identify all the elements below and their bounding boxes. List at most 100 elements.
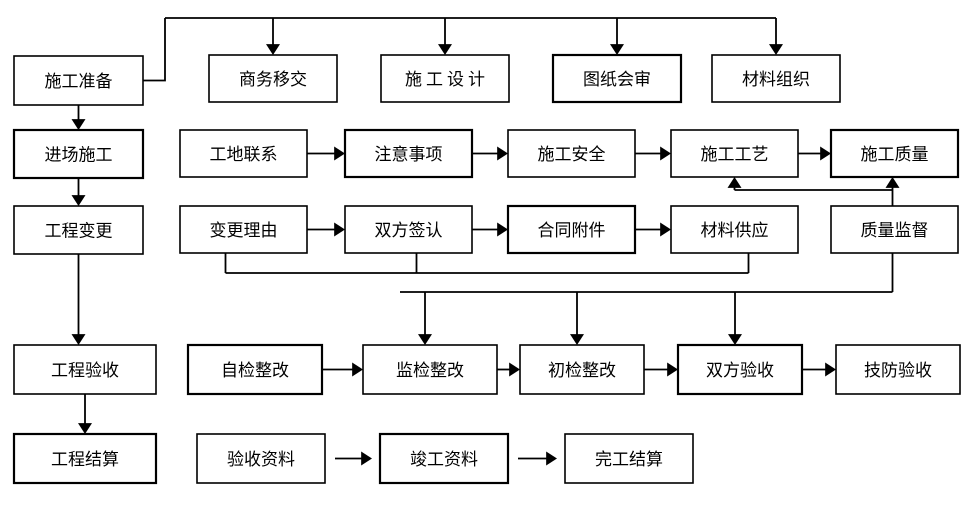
node-box[interactable] bbox=[378, 432, 510, 485]
arrowhead bbox=[825, 362, 836, 377]
node-box[interactable] bbox=[196, 433, 326, 484]
arrowhead bbox=[71, 119, 86, 130]
node-box[interactable] bbox=[670, 129, 799, 178]
flow-node-c1[interactable]: 工地联系 bbox=[179, 129, 308, 178]
flow-node-n4[interactable]: 工程验收 bbox=[13, 344, 157, 395]
node-label: 合同附件 bbox=[538, 221, 606, 240]
arrowhead bbox=[78, 423, 92, 434]
arrowhead bbox=[727, 177, 742, 188]
arrowhead bbox=[728, 334, 742, 345]
node-box[interactable] bbox=[343, 128, 474, 179]
flow-node-m2[interactable]: 双方签认 bbox=[344, 205, 473, 254]
node-box[interactable] bbox=[186, 343, 324, 396]
node-label: 工程结算 bbox=[51, 450, 119, 469]
flow-node-n3[interactable]: 工程变更 bbox=[13, 205, 144, 255]
node-label: 施工设计 bbox=[405, 70, 489, 89]
node-label: 工程变更 bbox=[45, 222, 113, 241]
node-label: 验收资料 bbox=[227, 450, 295, 469]
node-box[interactable] bbox=[507, 129, 636, 178]
flow-node-d3[interactable]: 完工结算 bbox=[564, 433, 694, 484]
node-box[interactable] bbox=[362, 344, 498, 395]
arrowhead bbox=[660, 222, 671, 237]
node-box[interactable] bbox=[670, 205, 799, 254]
arrowhead bbox=[352, 362, 363, 377]
flow-node-m3[interactable]: 合同附件 bbox=[506, 204, 637, 255]
flow-node-p3[interactable]: 图纸会审 bbox=[551, 53, 683, 104]
node-label: 注意事项 bbox=[375, 145, 443, 164]
flow-node-p1[interactable]: 商务移交 bbox=[208, 54, 338, 103]
arrowhead bbox=[820, 146, 831, 161]
flow-node-m5[interactable]: 质量监督 bbox=[830, 205, 959, 254]
arrowhead bbox=[497, 146, 508, 161]
arrowhead bbox=[334, 222, 345, 237]
flow-node-c4[interactable]: 施工工艺 bbox=[670, 129, 799, 178]
node-box[interactable] bbox=[676, 343, 804, 396]
arrowhead bbox=[266, 44, 280, 55]
node-label: 商务移交 bbox=[239, 70, 307, 89]
node-box[interactable] bbox=[564, 433, 694, 484]
flow-node-n1[interactable]: 施工准备 bbox=[13, 55, 144, 106]
arrowhead bbox=[334, 146, 345, 161]
node-label: 材料组织 bbox=[742, 70, 810, 89]
flow-node-n5[interactable]: 工程结算 bbox=[12, 432, 158, 485]
node-label: 施工工艺 bbox=[701, 145, 769, 164]
flow-node-d2[interactable]: 竣工资料 bbox=[378, 432, 510, 485]
flow-node-d1[interactable]: 验收资料 bbox=[196, 433, 326, 484]
node-box[interactable] bbox=[380, 54, 510, 103]
node-label: 双方签认 bbox=[375, 221, 443, 240]
flow-node-a4[interactable]: 双方验收 bbox=[676, 343, 804, 396]
node-box[interactable] bbox=[13, 344, 157, 395]
node-label: 自检整改 bbox=[221, 361, 289, 380]
flow-node-m4[interactable]: 材料供应 bbox=[670, 205, 799, 254]
arrowhead bbox=[667, 362, 678, 377]
node-box[interactable] bbox=[179, 205, 308, 254]
arrowhead bbox=[546, 451, 557, 466]
arrowhead bbox=[71, 195, 86, 206]
node-box[interactable] bbox=[12, 128, 145, 180]
node-label: 双方验收 bbox=[706, 361, 774, 380]
node-label: 图纸会审 bbox=[583, 70, 651, 89]
node-box[interactable] bbox=[506, 204, 637, 255]
flow-node-p4[interactable]: 材料组织 bbox=[711, 54, 841, 103]
arrowhead bbox=[438, 44, 452, 55]
node-label: 质量监督 bbox=[861, 221, 929, 240]
flow-node-m1[interactable]: 变更理由 bbox=[179, 205, 308, 254]
node-label: 进场施工 bbox=[45, 146, 113, 165]
node-box[interactable] bbox=[829, 128, 960, 179]
node-label: 工程验收 bbox=[51, 361, 119, 380]
node-label: 监检整改 bbox=[396, 361, 464, 380]
flow-node-c5[interactable]: 施工质量 bbox=[829, 128, 960, 179]
arrowhead bbox=[660, 146, 671, 161]
flow-node-n2[interactable]: 进场施工 bbox=[12, 128, 145, 180]
node-box[interactable] bbox=[179, 129, 308, 178]
flow-node-c2[interactable]: 注意事项 bbox=[343, 128, 474, 179]
node-box[interactable] bbox=[711, 54, 841, 103]
arrowhead bbox=[885, 177, 900, 188]
flow-node-a3[interactable]: 初检整改 bbox=[519, 344, 645, 395]
flow-node-c3[interactable]: 施工安全 bbox=[507, 129, 636, 178]
edges-layer bbox=[71, 17, 900, 466]
node-box[interactable] bbox=[13, 55, 144, 106]
node-box[interactable] bbox=[519, 344, 645, 395]
node-box[interactable] bbox=[551, 53, 683, 104]
node-box[interactable] bbox=[830, 205, 959, 254]
flow-node-a5[interactable]: 技防验收 bbox=[835, 344, 961, 395]
arrowhead bbox=[497, 222, 508, 237]
node-box[interactable] bbox=[835, 344, 961, 395]
node-label: 技防验收 bbox=[864, 361, 932, 380]
flow-node-a2[interactable]: 监检整改 bbox=[362, 344, 498, 395]
node-box[interactable] bbox=[344, 205, 473, 254]
node-box[interactable] bbox=[12, 432, 158, 485]
node-label: 施工安全 bbox=[538, 145, 606, 164]
node-label: 施工质量 bbox=[861, 145, 929, 164]
node-box[interactable] bbox=[208, 54, 338, 103]
flow-node-p2[interactable]: 施工设计 bbox=[380, 54, 510, 103]
node-label: 初检整改 bbox=[548, 361, 616, 380]
node-box[interactable] bbox=[13, 205, 144, 255]
flow-node-a1[interactable]: 自检整改 bbox=[186, 343, 324, 396]
arrowhead bbox=[418, 334, 432, 345]
arrowhead bbox=[509, 362, 520, 377]
arrowhead bbox=[610, 44, 624, 55]
